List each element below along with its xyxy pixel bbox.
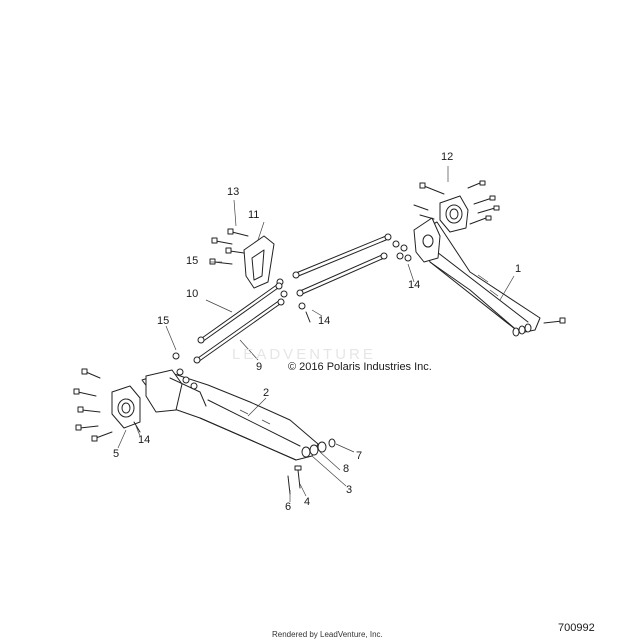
callout-10: 10 bbox=[186, 288, 199, 300]
callout-4: 4 bbox=[304, 496, 311, 508]
callout-7: 7 bbox=[356, 450, 363, 462]
callout-14-left: 14 bbox=[138, 434, 151, 446]
callout-15-upper: 15 bbox=[186, 255, 199, 267]
callout-5: 5 bbox=[113, 448, 120, 460]
callout-11: 11 bbox=[248, 209, 260, 221]
watermark: LEADVENTURE bbox=[232, 346, 376, 363]
callout-14-right: 14 bbox=[408, 279, 421, 291]
callout-6: 6 bbox=[285, 501, 292, 513]
mounting-bracket bbox=[209, 228, 288, 298]
callout-14-center: 14 bbox=[318, 315, 331, 327]
trailing-arm-right bbox=[413, 217, 541, 334]
bearing-carrier-left bbox=[73, 368, 141, 442]
callout-1: 1 bbox=[515, 263, 522, 275]
document-number: 700992 bbox=[558, 622, 595, 634]
copyright-notice: © 2016 Polaris Industries Inc. bbox=[288, 361, 432, 373]
control-links-lower bbox=[193, 282, 285, 364]
callout-15-lower: 15 bbox=[157, 315, 170, 327]
callout-8: 8 bbox=[343, 463, 350, 475]
bearing-carrier-right bbox=[413, 195, 469, 233]
bolts-right bbox=[400, 180, 566, 337]
trailing-arm-left bbox=[141, 368, 319, 461]
leader-lines bbox=[117, 166, 515, 502]
control-links-upper bbox=[292, 233, 404, 323]
callout-3: 3 bbox=[346, 484, 353, 496]
rendered-by-footer: Rendered by LeadVenture, Inc. bbox=[272, 630, 383, 639]
callout-12: 12 bbox=[441, 151, 454, 163]
callout-9: 9 bbox=[256, 361, 263, 373]
callout-13: 13 bbox=[227, 186, 240, 198]
callout-2: 2 bbox=[263, 387, 270, 399]
